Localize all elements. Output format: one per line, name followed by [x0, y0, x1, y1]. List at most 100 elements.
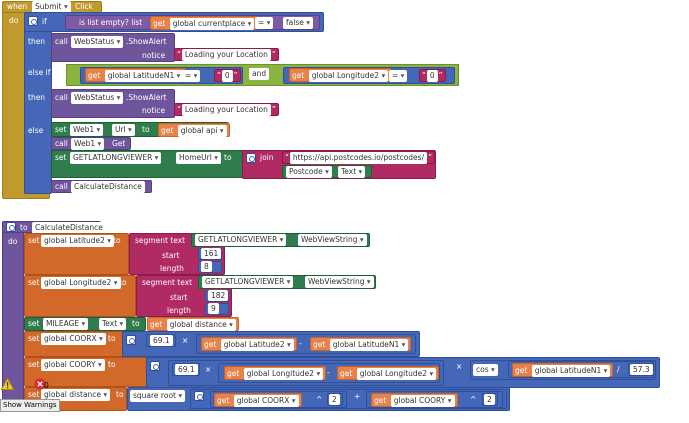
latitudeN1-var-dropdown[interactable]: global LatitudeN1: [104, 70, 184, 82]
to-label: to: [108, 334, 116, 343]
url-property-dropdown[interactable]: Url: [112, 124, 135, 136]
webviewstring-property-dropdown[interactable]: WebViewString: [298, 234, 367, 246]
latitudeN1-var-dropdown[interactable]: global LatitudeN1: [531, 365, 611, 377]
show-warnings-button[interactable]: Show Warnings: [0, 399, 60, 412]
loading-text-value[interactable]: Loading your Location: [181, 104, 271, 116]
equals-operator-dropdown[interactable]: =: [389, 70, 408, 82]
to-label: to: [116, 390, 124, 399]
equals-operator-dropdown[interactable]: =: [255, 17, 274, 29]
when-label: when: [7, 2, 28, 11]
length-number-value[interactable]: 8: [201, 261, 212, 272]
getlatlongviewer-component-dropdown[interactable]: GETLATLONGVIEWER: [202, 276, 294, 288]
get-latitudeN1-block[interactable]: get global LatitudeN1: [85, 68, 187, 82]
longitude2-var-dropdown[interactable]: global Longitude2: [41, 277, 121, 289]
currentplace-var-dropdown[interactable]: global currentplace: [169, 18, 255, 30]
get-longitude2-block[interactable]: get global Longitude2: [289, 68, 392, 82]
getlatlongviewer-component-dropdown[interactable]: GETLATLONGVIEWER: [70, 152, 162, 164]
get-latitudeN1-block[interactable]: get global LatitudeN1: [310, 337, 412, 351]
text-property-dropdown[interactable]: Text: [99, 318, 127, 330]
zero-text-block[interactable]: 0: [419, 69, 446, 82]
length-label: length: [160, 264, 184, 273]
postcodes-url-text-block[interactable]: https://api.postcodes.io/postcodes/: [282, 151, 435, 164]
cos-function-dropdown[interactable]: cos: [473, 364, 498, 376]
showalert-method-label: .ShowAlert: [126, 93, 167, 102]
mileage-component-dropdown[interactable]: MILEAGE: [43, 318, 89, 330]
number-2-value[interactable]: 2: [329, 394, 340, 405]
webstatus-component-dropdown[interactable]: WebStatus: [71, 36, 124, 48]
distance-var-dropdown[interactable]: global distance: [166, 319, 236, 331]
add-mutator-gear-icon[interactable]: [194, 391, 204, 401]
get-latitudeN1-block[interactable]: get global LatitudeN1: [512, 363, 614, 377]
get-coorx-block[interactable]: get global COORX: [214, 393, 302, 407]
call-label: call: [55, 139, 68, 148]
else-label: else: [28, 126, 44, 135]
get-api-block[interactable]: get global api: [158, 123, 230, 137]
postcode-component-dropdown[interactable]: Postcode: [286, 166, 332, 178]
join-mutator-gear-icon[interactable]: [246, 153, 256, 163]
web1-component-dropdown[interactable]: Web1: [71, 138, 105, 150]
longitude2-var-dropdown[interactable]: global Longitude2: [243, 368, 324, 380]
calculatedistance-procedure-name[interactable]: CalculateDistance: [71, 181, 145, 193]
call-label: call: [55, 37, 68, 46]
number-69-1-value[interactable]: 69.1: [150, 335, 173, 346]
loading-text-block[interactable]: Loading your Location: [174, 103, 279, 116]
times-operator-label: ×: [205, 365, 212, 374]
latitudeN1-var-dropdown[interactable]: global LatitudeN1: [329, 339, 409, 351]
longitude2-var-dropdown[interactable]: global Longitude2: [308, 70, 389, 82]
multiply-mutator-gear-icon[interactable]: [126, 335, 136, 345]
and-dropdown[interactable]: and: [249, 68, 270, 80]
zero-text-value[interactable]: 0: [221, 70, 233, 82]
get-longitude2-block[interactable]: get global Longitude2: [224, 366, 327, 380]
number-57-3-value[interactable]: 57.3: [630, 364, 653, 375]
get-coory-block[interactable]: get global COORY: [371, 393, 458, 407]
set-label: set: [55, 125, 67, 134]
webviewstring-property-dropdown[interactable]: WebViewString: [305, 276, 374, 288]
power-operator-label: ^: [316, 395, 323, 404]
coorx-var-dropdown[interactable]: global COORX: [41, 333, 106, 345]
if-mutator-gear-icon[interactable]: [28, 16, 38, 26]
set-label: set: [28, 319, 40, 328]
coorx-var-dropdown[interactable]: global COORX: [233, 395, 299, 407]
length-number-value[interactable]: 9: [208, 303, 219, 314]
power-operator-label: ^: [470, 395, 477, 404]
coory-var-dropdown[interactable]: global COORY: [390, 395, 455, 407]
to-label: to: [142, 125, 150, 134]
coory-var-dropdown[interactable]: global COORY: [41, 359, 105, 371]
latitude2-var-dropdown[interactable]: global Latitude2: [41, 235, 115, 247]
call-label: call: [55, 93, 68, 102]
call-label: call: [55, 182, 68, 191]
is-list-empty-label: is list empty? list: [79, 18, 143, 27]
get-currentplace-block[interactable]: get global currentplace: [150, 16, 258, 30]
get-distance-block[interactable]: get global distance: [147, 317, 239, 331]
webstatus-component-dropdown[interactable]: WebStatus: [71, 92, 124, 104]
latitude2-var-dropdown[interactable]: global Latitude2: [220, 339, 294, 351]
click-label: Click: [75, 2, 93, 11]
square-root-function-dropdown[interactable]: square root: [130, 390, 186, 402]
start-number-value[interactable]: 161: [201, 248, 222, 259]
number-2-value[interactable]: 2: [484, 394, 495, 405]
longitude2-var-dropdown[interactable]: global Longitude2: [356, 368, 437, 380]
zero-text-value[interactable]: 0: [426, 70, 438, 82]
postcodes-url-value[interactable]: https://api.postcodes.io/postcodes/: [289, 152, 428, 164]
get-latitude2-block[interactable]: get global Latitude2: [201, 337, 297, 351]
false-dropdown[interactable]: false: [283, 17, 313, 29]
equals-operator-dropdown[interactable]: =: [182, 70, 201, 82]
loading-text-value[interactable]: Loading your Location: [181, 49, 271, 61]
submit-component-dropdown[interactable]: Submit: [32, 1, 71, 13]
procedure-name-field[interactable]: CalculateDistance: [32, 222, 106, 234]
start-number-value[interactable]: 182: [208, 290, 229, 301]
zero-text-block[interactable]: 0: [214, 69, 241, 82]
getlatlongviewer-component-dropdown[interactable]: GETLATLONGVIEWER: [195, 234, 287, 246]
multiply-mutator-gear-icon[interactable]: [150, 361, 160, 371]
text-property-dropdown[interactable]: Text: [338, 166, 366, 178]
get-longitude2-block[interactable]: get global Longitude2: [337, 366, 440, 380]
loading-text-block[interactable]: Loading your Location: [174, 48, 279, 61]
set-label: set: [28, 236, 40, 245]
distance-var-dropdown[interactable]: global distance: [41, 389, 111, 401]
showalert-method-label: .ShowAlert: [126, 37, 167, 46]
homeurl-property-dropdown[interactable]: HomeUrl: [176, 152, 221, 164]
api-var-dropdown[interactable]: global api: [177, 125, 227, 137]
procedure-mutator-gear-icon[interactable]: [6, 222, 16, 232]
number-69-1-value[interactable]: 69.1: [175, 364, 198, 375]
web1-component-dropdown[interactable]: Web1: [70, 124, 104, 136]
